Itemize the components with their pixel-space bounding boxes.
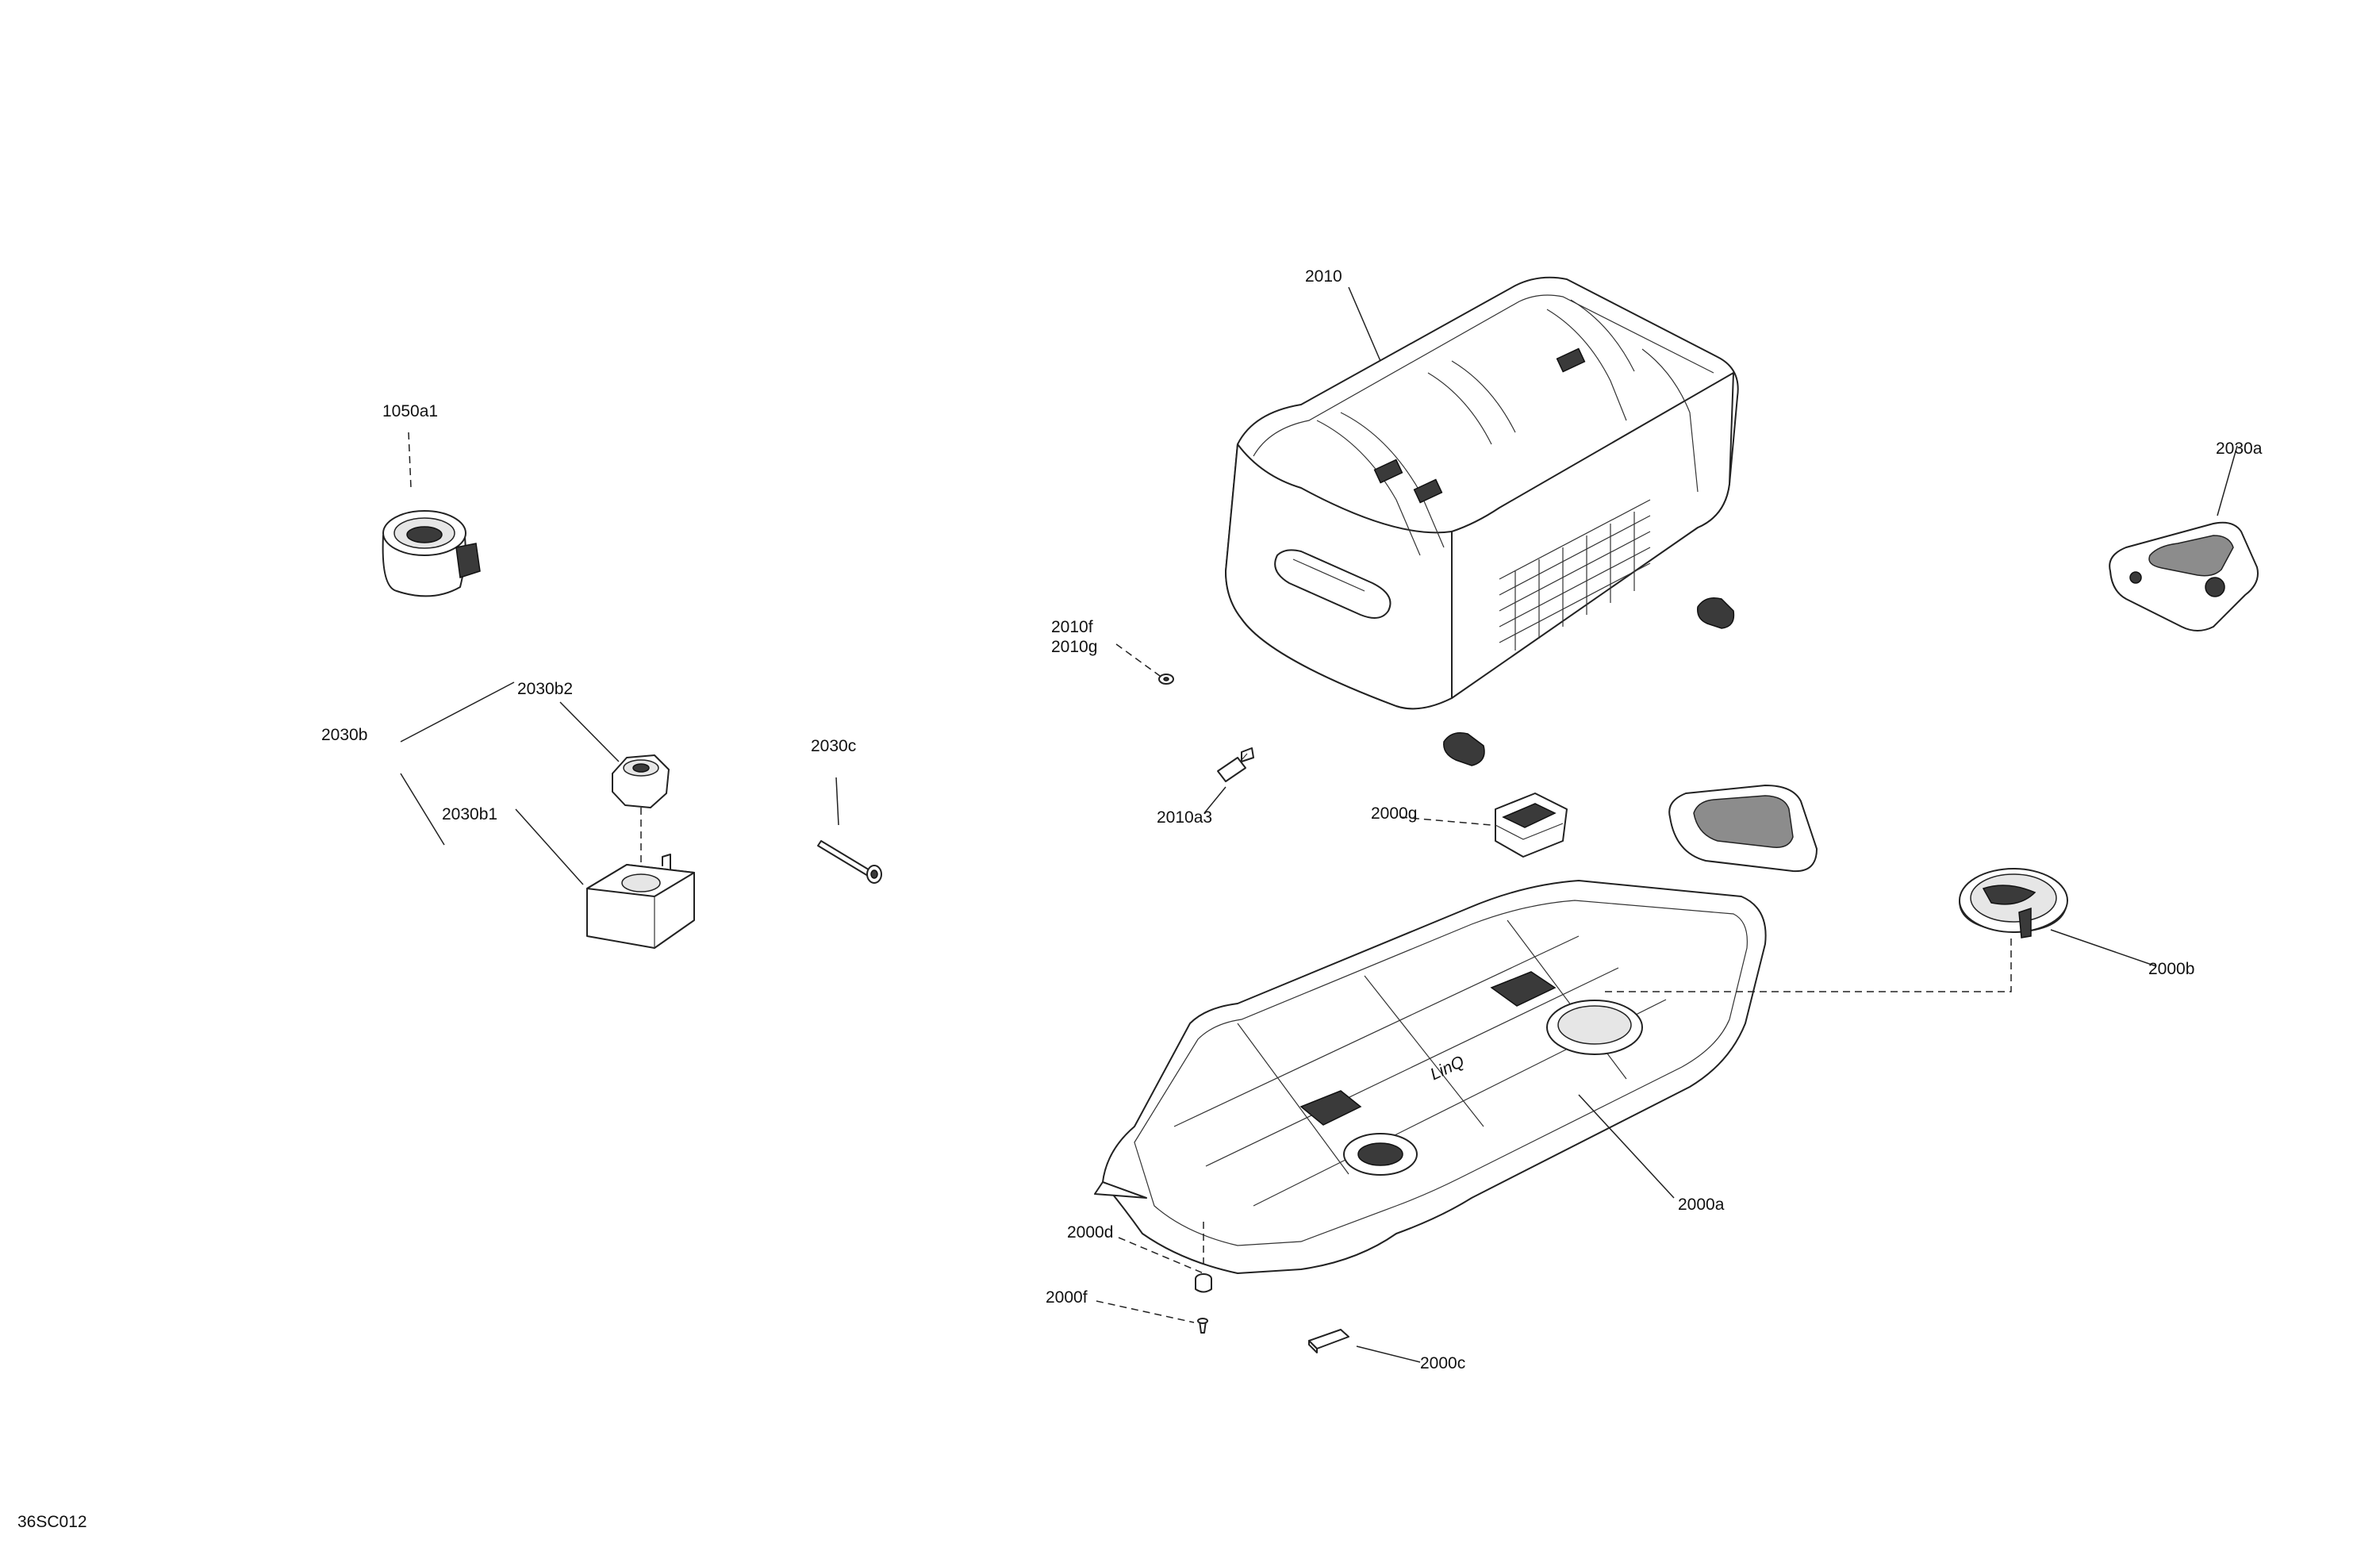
callout-2010a3: 2010a3 [1157, 808, 1212, 827]
callout-2030b1: 2030b1 [442, 805, 497, 823]
part-2030b1-base[interactable] [586, 854, 695, 949]
leader-lines [400, 286, 2238, 1363]
callout-2010f: 2010f [1051, 618, 1093, 636]
callout-1050a1: 1050a1 [382, 402, 438, 420]
callout-2000g: 2000g [1371, 804, 1417, 823]
callout-2000d: 2000d [1067, 1223, 1113, 1242]
callout-2000a: 2000a [1678, 1196, 1725, 1214]
part-2010a3-bolt[interactable] [1217, 747, 1254, 782]
part-2000d-spacer[interactable] [1195, 1273, 1212, 1293]
part-2030b2-nut[interactable] [612, 754, 670, 808]
callout-2030b: 2030b [321, 726, 367, 744]
callout-labels: 2010 1050a1 2030a 2010f 2010g 2030b2 203… [321, 267, 2263, 1372]
part-2010-storage-bag[interactable] [1225, 276, 1739, 766]
part-2000b-cap[interactable] [1959, 868, 2068, 938]
part-2030c-screw[interactable] [817, 840, 882, 884]
part-1050a1-cup-holder[interactable] [382, 510, 481, 597]
callout-2030a: 2030a [2216, 439, 2263, 458]
part-2000a-platform[interactable]: LinQ [1094, 880, 1767, 1274]
part-grip[interactable] [1668, 785, 1818, 873]
callout-2010: 2010 [1305, 267, 1342, 286]
vent-grid [1499, 499, 1651, 651]
part-2000c-pad[interactable] [1308, 1329, 1349, 1353]
callout-2000f: 2000f [1046, 1288, 1088, 1307]
part-2000g-latch[interactable] [1495, 793, 1568, 858]
diagram-id: 36SC012 [17, 1513, 87, 1531]
callout-2030c: 2030c [811, 737, 856, 755]
callout-2030b2: 2030b2 [517, 680, 573, 698]
callout-2000c: 2000c [1420, 1354, 1465, 1372]
part-2030a-handle[interactable] [2109, 521, 2259, 631]
part-2000f-screw[interactable] [1197, 1318, 1208, 1334]
part-2010f-washer[interactable] [1158, 674, 1174, 685]
callout-2000b: 2000b [2148, 960, 2194, 978]
callout-2010g: 2010g [1051, 638, 1097, 656]
